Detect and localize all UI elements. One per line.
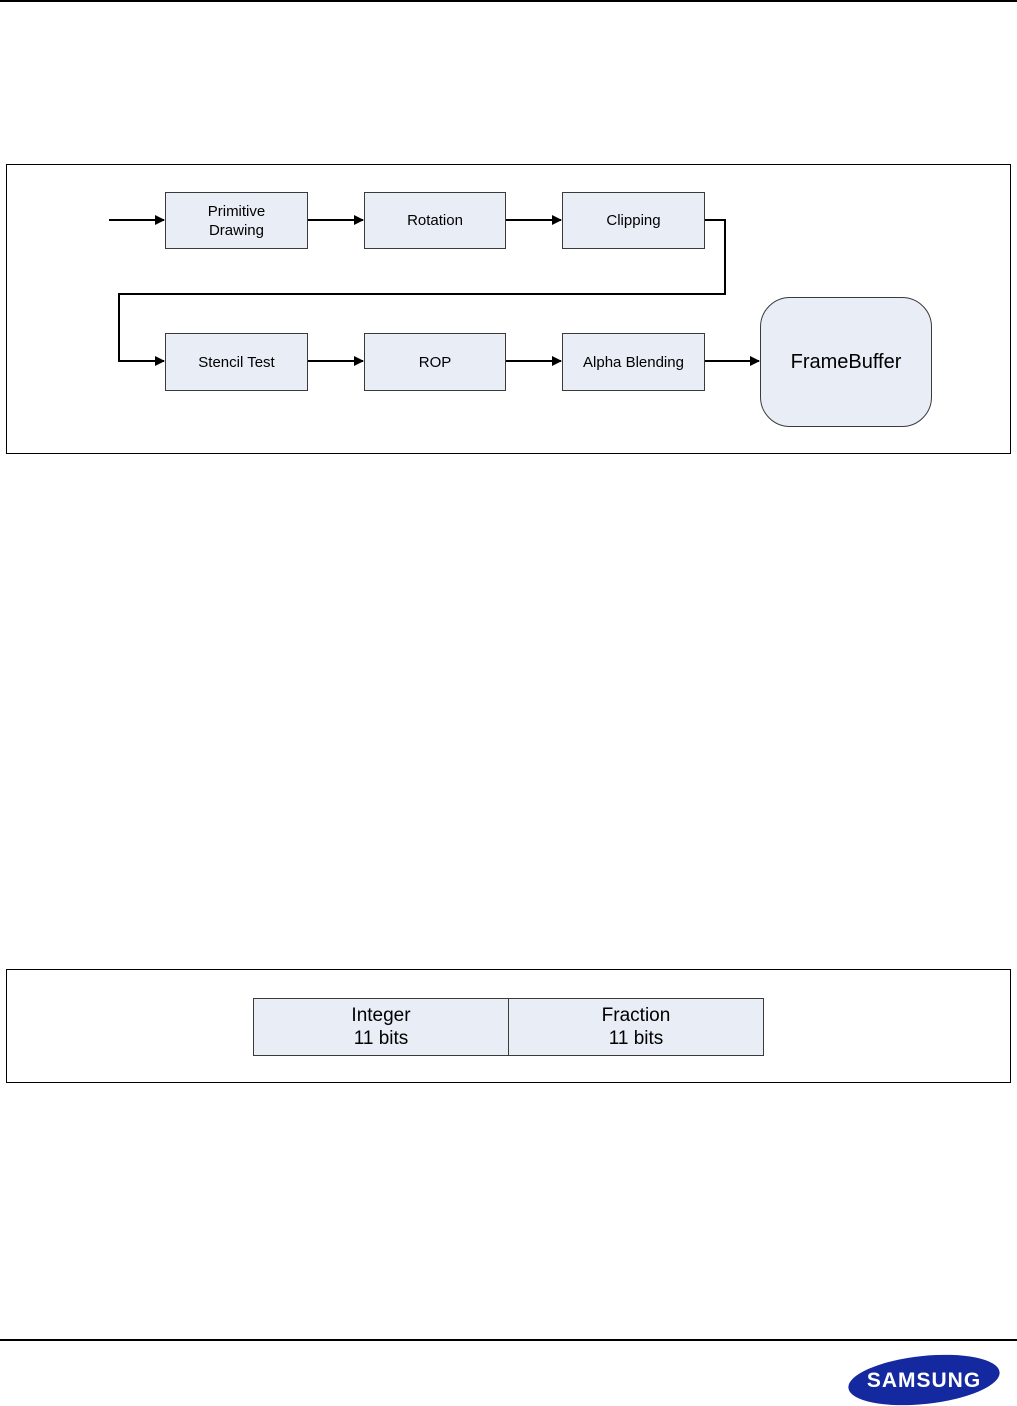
fraction-field: Fraction 11 bits: [508, 998, 764, 1056]
fraction-field-bits: 11 bits: [609, 1027, 664, 1050]
stage-stencil-test: Stencil Test: [165, 333, 308, 391]
framebuffer-block: FrameBuffer: [760, 297, 932, 427]
stage-rop: ROP: [364, 333, 506, 391]
fraction-field-name: Fraction: [602, 1004, 671, 1027]
stage-alpha-blending: Alpha Blending: [562, 333, 705, 391]
footer-rule: [0, 1339, 1017, 1341]
stage-clipping: Clipping: [562, 192, 705, 249]
pipeline-diagram: Primitive Drawing Rotation Clipping Sten…: [6, 164, 1011, 454]
integer-field: Integer 11 bits: [253, 998, 509, 1056]
integer-field-name: Integer: [351, 1004, 410, 1027]
svg-text:SAMSUNG: SAMSUNG: [867, 1369, 981, 1392]
integer-field-bits: 11 bits: [354, 1027, 409, 1050]
stage-rotation: Rotation: [364, 192, 506, 249]
stage-primitive-drawing: Primitive Drawing: [165, 192, 308, 249]
fixed-point-format-diagram: Integer 11 bits Fraction 11 bits: [6, 969, 1011, 1083]
header-rule: [0, 0, 1017, 2]
samsung-logo: SAMSUNG: [846, 1353, 1002, 1406]
